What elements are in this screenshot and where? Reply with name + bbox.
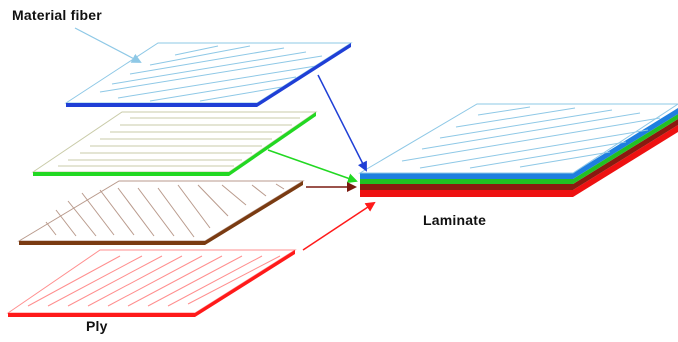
brown-ply-fiber-lines	[45, 183, 285, 238]
blue-ply-fiber-lines	[99, 45, 323, 102]
laminate-red-layer	[360, 190, 573, 197]
laminate-blue-layer	[360, 173, 573, 179]
laminate-label: Laminate	[423, 212, 487, 228]
brown-ply	[17, 180, 305, 245]
red-ply-arrow	[302, 201, 376, 251]
laminate-brown-layer	[360, 184, 573, 190]
blue-ply	[64, 42, 353, 107]
ply-label: Ply	[86, 318, 108, 334]
blue-ply-arrow	[317, 74, 367, 172]
red-ply-fiber-lines	[27, 255, 281, 307]
laminate-top-face	[358, 103, 678, 174]
green-ply-fiber-lines	[58, 117, 300, 167]
green-ply-arrow	[267, 149, 358, 184]
laminate-green-layer	[360, 179, 573, 184]
laminate-stack	[358, 103, 678, 197]
laminate-fiber-lines	[401, 106, 661, 169]
green-ply	[31, 111, 318, 176]
red-ply	[6, 249, 297, 317]
material-fiber-label: Material fiber	[12, 7, 102, 23]
material-fiber-arrow	[74, 27, 142, 63]
